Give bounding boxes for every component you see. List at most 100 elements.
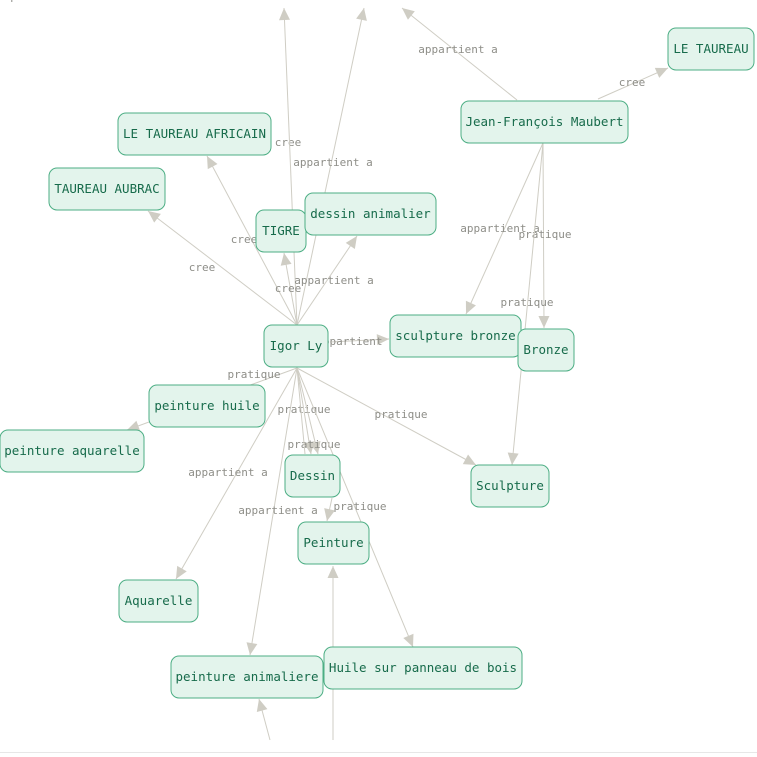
node-peinture-animaliere[interactable]: peinture animaliere xyxy=(170,655,324,699)
edge xyxy=(296,367,306,455)
edge-arrowhead xyxy=(127,420,141,432)
edge-arrowhead xyxy=(654,67,668,78)
node-box[interactable] xyxy=(148,384,266,428)
node-box[interactable] xyxy=(297,521,370,565)
node-box[interactable] xyxy=(170,655,324,699)
edge: cree xyxy=(206,136,302,326)
edge-line xyxy=(296,367,477,466)
edge-arrowhead xyxy=(345,236,357,250)
edge: cree xyxy=(597,67,669,100)
node-tigre[interactable]: TIGRE xyxy=(255,209,307,253)
edge-arrowhead xyxy=(176,565,187,579)
edge-line xyxy=(296,367,312,455)
node-label: Huile sur panneau de bois xyxy=(329,660,517,675)
edge: appartient a xyxy=(401,7,518,101)
edge-label: cree xyxy=(275,282,302,295)
edge-arrowhead xyxy=(402,8,415,20)
edge-label: cree xyxy=(189,261,216,274)
node-label: LE TAUREAU xyxy=(673,41,748,56)
node-peinture[interactable]: Peinture xyxy=(297,521,370,565)
edge-arrowhead xyxy=(309,441,321,454)
node-box[interactable] xyxy=(48,167,166,211)
node-peinture-aquarelle[interactable]: peinture aquarelle xyxy=(0,429,145,473)
edge-line xyxy=(401,7,518,101)
edge-label: cree xyxy=(275,136,302,149)
edge: pratique xyxy=(296,367,414,648)
nodes-layer: Igor Ly Jean-François Maubert LE TAUREAU LE… xyxy=(0,27,755,699)
node-label: peinture animaliere xyxy=(176,669,319,684)
edge-label: appartient a xyxy=(238,504,317,517)
node-dessin[interactable]: Dessin xyxy=(284,454,341,498)
edge-arrowhead xyxy=(148,211,161,223)
node-label: Bronze xyxy=(523,342,568,357)
node-box[interactable] xyxy=(470,464,550,508)
node-box[interactable] xyxy=(323,646,523,690)
edge: appartient a xyxy=(294,235,374,326)
edge: pratique xyxy=(519,142,572,329)
node-taureau-aubrac[interactable]: TAUREAU AUBRAC xyxy=(48,167,166,211)
node-box[interactable] xyxy=(517,328,575,372)
edge-arrowhead xyxy=(207,156,218,170)
edge-label: appartient a xyxy=(316,335,395,348)
edge-label: cree xyxy=(619,76,646,89)
edge-line xyxy=(147,210,298,326)
edge-arrowhead xyxy=(462,454,476,465)
node-label: Dessin xyxy=(290,468,335,483)
node-aquarelle[interactable]: Aquarelle xyxy=(118,579,199,623)
node-box[interactable] xyxy=(0,429,145,473)
edge-line xyxy=(465,142,544,315)
edge-label: appartient a xyxy=(460,222,539,235)
edge-line xyxy=(542,142,545,329)
node-box[interactable] xyxy=(460,100,629,144)
node-le-taureau-africain[interactable]: LE TAUREAU AFRICAIN xyxy=(117,112,272,156)
node-sculpture[interactable]: Sculpture xyxy=(470,464,550,508)
edge-label: pratique xyxy=(278,403,331,416)
edge: pratique xyxy=(0,0,335,522)
edge-line xyxy=(283,7,298,326)
edge: appartient a xyxy=(293,7,373,326)
bottom-divider xyxy=(0,752,757,753)
node-bronze[interactable]: Bronze xyxy=(517,328,575,372)
node-dessin-animalier[interactable]: dessin animalier xyxy=(304,192,437,236)
edge-arrowhead xyxy=(278,8,290,21)
node-label: dessin animalier xyxy=(310,206,431,221)
node-le-taureau[interactable]: LE TAUREAU xyxy=(667,27,755,71)
node-label: Jean-François Maubert xyxy=(465,114,623,129)
node-box[interactable] xyxy=(117,112,272,156)
edge-label: pratique xyxy=(334,500,387,513)
edge: cree xyxy=(231,233,298,326)
node-box[interactable] xyxy=(284,454,341,498)
edge-label: appartient a xyxy=(418,43,497,56)
node-box[interactable] xyxy=(304,192,437,236)
edge-label: pratique xyxy=(228,368,281,381)
node-huile-sur-panneau-de-bois[interactable]: Huile sur panneau de bois xyxy=(323,646,523,690)
node-label: Peinture xyxy=(303,535,363,550)
node-label: peinture huile xyxy=(154,398,259,413)
node-box[interactable] xyxy=(118,579,199,623)
edge: appartient a xyxy=(460,142,544,315)
node-box[interactable] xyxy=(263,324,329,368)
edge-arrowhead xyxy=(465,300,476,314)
edge-label: pratique xyxy=(375,408,428,421)
node-box[interactable] xyxy=(667,27,755,71)
node-label: peinture aquarelle xyxy=(4,443,139,458)
node-jean-francois-maubert[interactable]: Jean-François Maubert xyxy=(460,100,629,144)
edge-line xyxy=(296,7,365,326)
node-sculpture-bronze[interactable]: sculpture bronze xyxy=(389,314,522,358)
node-label: Igor Ly xyxy=(270,338,323,353)
edge-line xyxy=(597,67,669,100)
edge-label: appartient a xyxy=(294,274,373,287)
edge: appartient a xyxy=(238,367,318,656)
node-igor-ly[interactable]: Igor Ly xyxy=(263,324,329,368)
edge-arrowhead xyxy=(403,633,414,647)
node-label: sculpture bronze xyxy=(395,328,515,343)
edge-arrowhead xyxy=(376,334,389,346)
edge-line xyxy=(283,252,298,326)
edge: appartient a xyxy=(175,367,298,580)
edge: cree xyxy=(275,7,302,326)
edge-label: pratique xyxy=(519,228,572,241)
node-peinture-huile[interactable]: peinture huile xyxy=(148,384,266,428)
node-label: TIGRE xyxy=(262,223,300,238)
